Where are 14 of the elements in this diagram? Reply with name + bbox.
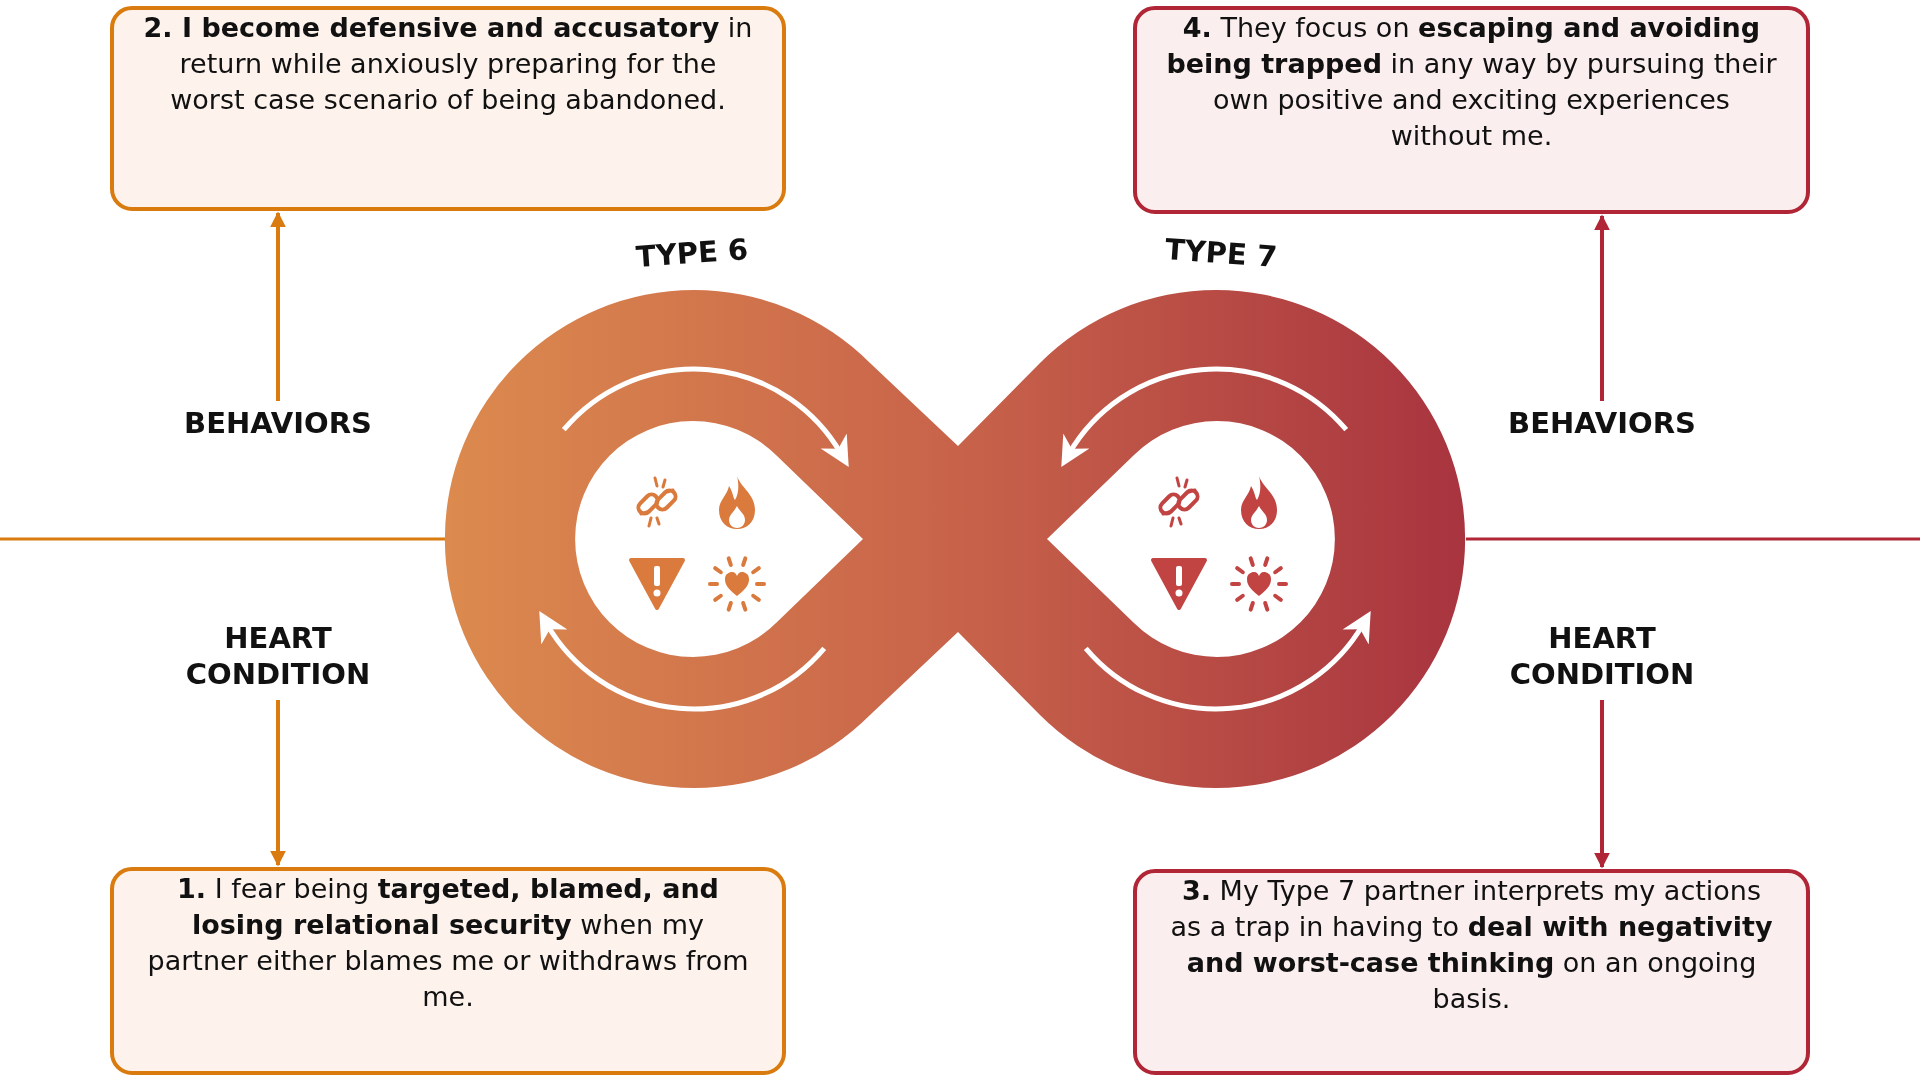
section-label: BEHAVIORS	[1472, 405, 1732, 445]
section-label: BEHAVIORS	[148, 405, 408, 445]
text-card: 2. I become defensive and accusatory in return while anxiously preparing for the worst case scenario of being abandoned.	[110, 6, 786, 211]
text-card: 3. My Type 7 partner interprets my actions as a trap in having to deal with negativity and worst-case thinking on an ongoing basis.	[1133, 869, 1810, 1075]
section-label: HEART CONDITION	[1472, 620, 1732, 696]
type-label: TYPE 7	[1163, 232, 1279, 274]
arrow	[270, 211, 286, 401]
arrow	[1594, 214, 1610, 401]
arrow	[270, 700, 286, 867]
section-label: HEART CONDITION	[148, 620, 408, 696]
arrow	[1594, 700, 1610, 869]
text-card: 1. I fear being targeted, blamed, and losing relational security when my partner either blames me or withdraws from me.	[110, 867, 786, 1075]
text-card: 4. They focus on escaping and avoiding being trapped in any way by pursuing their own positive and exciting experiences without me.	[1133, 6, 1810, 214]
type-label: TYPE 6	[634, 232, 750, 274]
